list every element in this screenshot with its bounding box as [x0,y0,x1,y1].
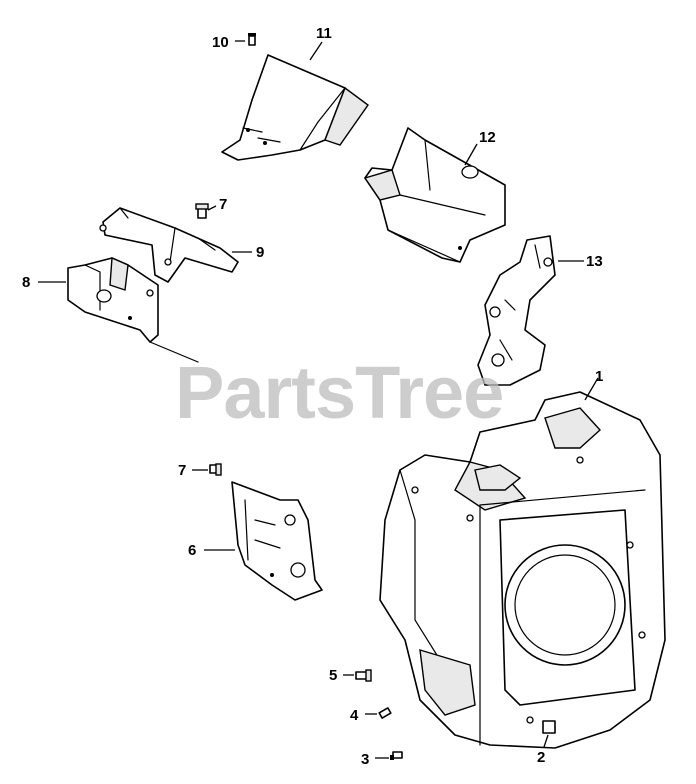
callout-9[interactable]: 9 [256,244,264,261]
part-8-air-guide[interactable] [67,256,199,363]
callout-4[interactable]: 4 [350,707,359,724]
callout-8[interactable]: 8 [22,274,30,291]
callout-11[interactable]: 11 [316,25,332,42]
callout-2[interactable]: 2 [537,749,545,766]
callout-3[interactable]: 3 [361,751,369,768]
part-13-bracket[interactable] [477,235,556,386]
part-5-screw[interactable] [355,669,372,682]
part-7-screw-upper[interactable] [195,203,209,219]
part-4-screw[interactable] [378,707,392,719]
callout-7-upper[interactable]: 7 [219,196,227,213]
part-1-blower-housing[interactable] [379,391,666,749]
callout-13[interactable]: 13 [586,253,603,270]
callout-10[interactable]: 10 [212,34,229,51]
part-2-nut[interactable] [542,720,556,734]
part-3-screw[interactable] [390,751,403,760]
part-12-baffle[interactable] [363,127,506,263]
part-10-screw[interactable] [248,33,256,46]
watermark: PartsTree [175,351,503,434]
callout-5[interactable]: 5 [329,667,337,684]
part-11-baffle[interactable] [221,54,369,161]
leader-lines [38,40,599,759]
callout-1[interactable]: 1 [595,368,603,385]
callout-6[interactable]: 6 [188,542,196,559]
callouts: 10 11 12 7 9 8 13 1 7 6 5 4 3 2 [22,25,603,768]
callout-7-lower[interactable]: 7 [178,462,186,479]
part-9-air-guide[interactable] [99,207,239,283]
callout-12[interactable]: 12 [479,129,496,146]
part-7-screw-lower[interactable] [209,463,222,476]
part-6-bracket[interactable] [231,481,323,601]
